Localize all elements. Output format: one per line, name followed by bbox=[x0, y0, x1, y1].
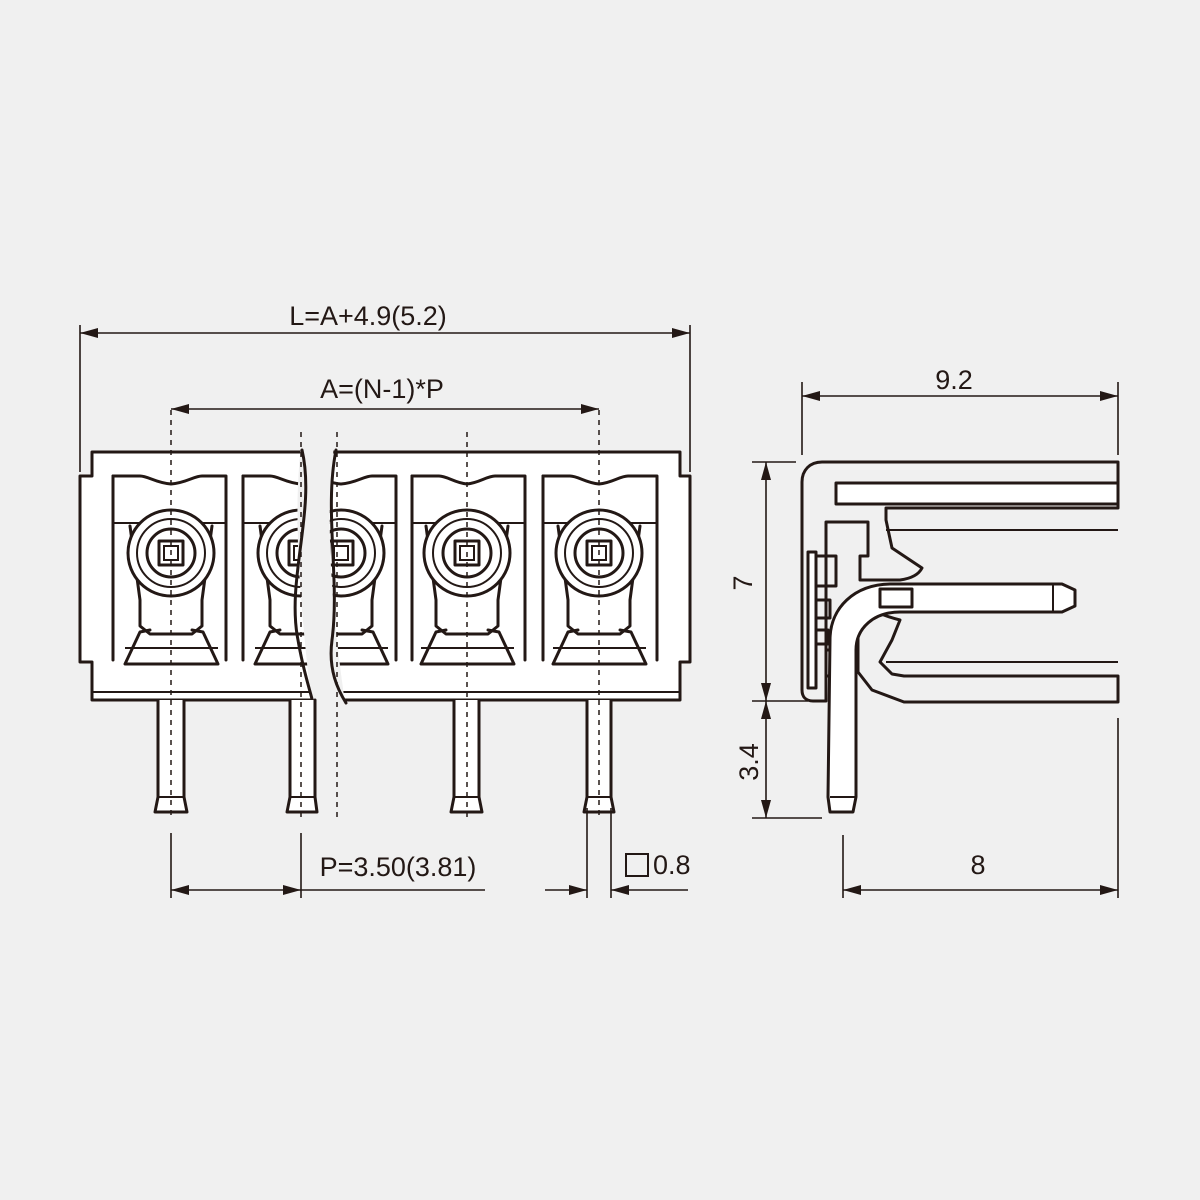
dim-depth: 9.2 bbox=[801, 365, 1119, 455]
side-view: 9.2 7 3.4 8 bbox=[728, 365, 1120, 898]
dim-pitch: P=3.50(3.81) bbox=[170, 833, 485, 898]
dim-height: 7 bbox=[728, 461, 808, 702]
dim-pin-offset: 8 bbox=[842, 718, 1119, 898]
pin-2 bbox=[285, 698, 319, 814]
bent-pin bbox=[826, 582, 1077, 814]
pin-4 bbox=[582, 698, 616, 814]
dim-pin-offset-label: 8 bbox=[970, 850, 985, 880]
dim-pitch-label: P=3.50(3.81) bbox=[320, 852, 477, 882]
dim-pin-length: 3.4 bbox=[734, 701, 822, 819]
terminal-slot-2b bbox=[329, 474, 398, 666]
square-symbol-icon bbox=[625, 853, 649, 877]
dim-depth-label: 9.2 bbox=[935, 365, 973, 395]
dim-height-label: 7 bbox=[728, 575, 758, 590]
pin-1 bbox=[153, 698, 189, 814]
dim-pin-span: A=(N-1)*P bbox=[171, 374, 599, 414]
housing-section bbox=[800, 460, 1120, 703]
front-view: L=A+4.9(5.2) A=(N-1)*P P=3.50(3.81) bbox=[78, 301, 692, 898]
dim-pin-span-label: A=(N-1)*P bbox=[320, 374, 444, 404]
pin-retention-slot bbox=[878, 587, 914, 609]
dim-pin-size: 0.8 bbox=[545, 808, 691, 898]
pins bbox=[153, 698, 616, 814]
dim-pin-length-label: 3.4 bbox=[734, 743, 764, 781]
terminal-slot-1 bbox=[111, 474, 228, 666]
dim-overall-length: L=A+4.9(5.2) bbox=[79, 301, 691, 472]
dim-pin-size-label: 0.8 bbox=[653, 850, 691, 880]
break-line-left bbox=[293, 448, 315, 705]
dim-overall-length-label: L=A+4.9(5.2) bbox=[289, 301, 447, 331]
pin-centerlines bbox=[170, 410, 600, 820]
